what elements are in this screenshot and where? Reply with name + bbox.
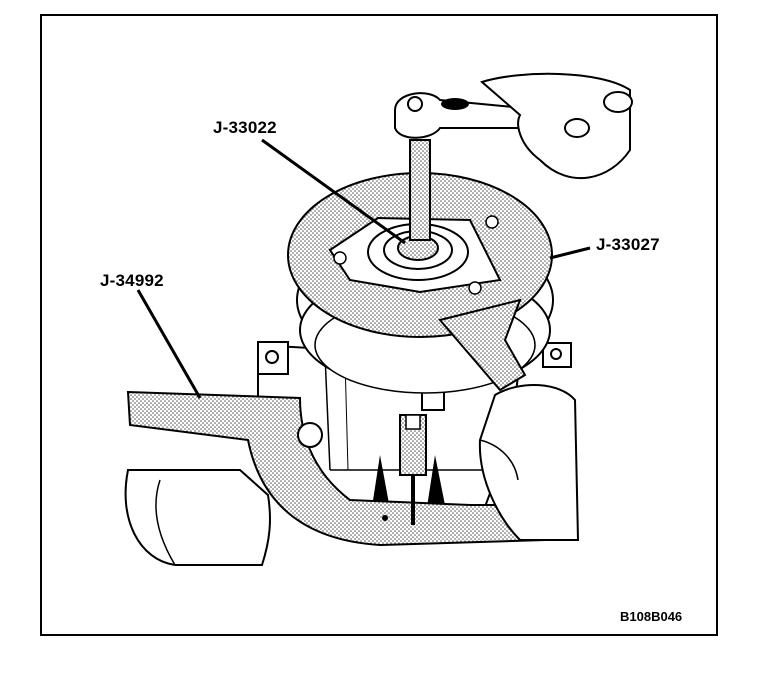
compressor-holder-tool (126, 390, 546, 547)
callout-j34992: J-34992 (100, 271, 164, 290)
figure-code: B108B046 (620, 609, 683, 624)
callout-j33022: J-33022 (213, 118, 277, 137)
leader-j34992 (136, 289, 202, 399)
leader-j33022 (261, 138, 406, 245)
ratchet-hand (479, 72, 631, 179)
center-bolt (399, 414, 427, 525)
leader-j33027 (549, 246, 591, 260)
callout-j33027: J-33027 (596, 235, 660, 254)
pulley-holder-tool (287, 172, 553, 392)
right-hand (478, 384, 580, 541)
left-hand (124, 469, 271, 566)
